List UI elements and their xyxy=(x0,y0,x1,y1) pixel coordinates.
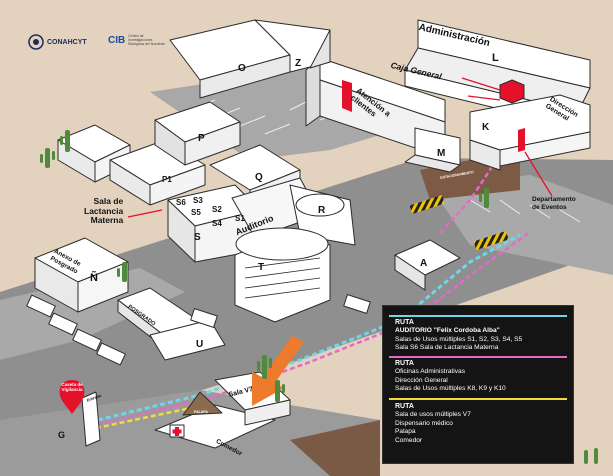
route-2-title: RUTA xyxy=(395,360,414,367)
vehicle xyxy=(48,312,78,336)
room-s2: S2 xyxy=(212,205,222,214)
crosswalk-1 xyxy=(409,194,445,215)
label-m: M xyxy=(437,148,446,159)
route-1-line-2: Salas de Usos múltiples S1, S2, S3, S4, … xyxy=(395,335,523,343)
route-3-title: RUTA xyxy=(395,403,414,410)
route-2-line-2: Dirección General xyxy=(395,376,448,384)
label-p: P xyxy=(198,133,205,144)
depto-eventos-line-1: Departamento xyxy=(532,196,576,203)
label-q: Q xyxy=(255,172,263,183)
legend-route-1: RUTA AUDITORIO "Felix Cordoba Alba" Sala… xyxy=(395,319,522,353)
vehicle xyxy=(26,294,56,318)
building-u xyxy=(149,319,226,361)
label-s: S xyxy=(194,232,201,243)
label-sala-lactancia: Sala de Lactancia Materna xyxy=(84,196,124,226)
label-r: R xyxy=(318,205,326,216)
route-magenta xyxy=(97,230,531,426)
orange-arrow-icon xyxy=(252,336,304,406)
caseta-pin-icon xyxy=(59,380,85,414)
route-1-line-1: AUDITORIO "Felix Cordoba Alba" xyxy=(395,327,500,335)
conahcyt-text: CONAHCYT xyxy=(47,38,87,46)
label-p1: P1 xyxy=(162,175,172,184)
vehicle xyxy=(190,308,218,328)
label-a: A xyxy=(420,258,428,269)
route-3-line-4: Comedor xyxy=(395,436,423,444)
label-departamento-eventos: Departamento de Eventos xyxy=(532,196,576,211)
palapa-roof xyxy=(182,391,223,416)
legend-line-cyan xyxy=(389,315,567,317)
room-s6: S6 xyxy=(176,198,186,207)
room-s5: S5 xyxy=(191,208,201,217)
route-1-line-3: Sala S6 Sala de Lactancia Materna xyxy=(395,344,499,352)
label-z: Z xyxy=(295,58,302,69)
route-legend: RUTA AUDITORIO "Felix Cordoba Alba" Sala… xyxy=(382,305,574,464)
caja-general-marker xyxy=(499,79,525,104)
cib-logo: CIB Centro de Investigaciones Biológicas… xyxy=(108,34,166,46)
route-cyan xyxy=(97,233,521,422)
pointer-lines xyxy=(127,77,553,218)
route-magenta-north xyxy=(439,110,561,234)
label-l: L xyxy=(492,52,499,64)
route-2-line-3: Salas de Usos múltiples K8, K9 y K10 xyxy=(395,385,506,393)
route-3-line-3: Palapa xyxy=(395,428,416,436)
medical-cross-icon xyxy=(172,427,182,436)
label-k: K xyxy=(482,122,490,133)
legend-route-2: RUTA Oficinas Administrativas Dirección … xyxy=(395,360,506,394)
vehicle xyxy=(72,328,102,352)
gate xyxy=(81,391,101,447)
conahcyt-emblem-icon xyxy=(28,34,44,50)
room-s3: S3 xyxy=(193,196,203,205)
legend-line-magenta xyxy=(389,356,567,358)
route-2-line-1: Oficinas Administrativas xyxy=(395,368,465,376)
room-s1: S1 xyxy=(235,214,245,223)
sala-lactancia-line-2: Lactancia xyxy=(84,205,124,216)
cactus-icons xyxy=(40,130,598,464)
cib-text: Centro de Investigaciones Biológicas del… xyxy=(128,34,166,46)
conahcyt-logo: CONAHCYT xyxy=(28,34,87,50)
label-caseta: Caseta de Vigilancia xyxy=(61,382,83,392)
label-u: U xyxy=(196,339,204,350)
legend-line-yellow xyxy=(389,398,567,400)
sala-lactancia-line-3: Materna xyxy=(90,215,124,225)
route-3-line-2: Dispensario médico xyxy=(395,419,453,427)
label-g: G xyxy=(58,430,66,440)
room-s4: S4 xyxy=(212,219,222,228)
label-o: O xyxy=(238,63,246,74)
vehicle xyxy=(96,342,126,366)
label-palapa: PALAPA xyxy=(194,410,208,414)
sala-lactancia-line-1: Sala de xyxy=(93,196,124,206)
vehicle xyxy=(343,294,371,314)
crosswalk-2 xyxy=(473,230,509,251)
label-n: Ñ xyxy=(90,272,98,284)
label-t: T xyxy=(258,262,265,273)
east-parking-lot xyxy=(430,175,613,275)
south-ground xyxy=(290,420,380,476)
depto-eventos-line-2: de Eventos xyxy=(532,203,567,211)
route-3-line-1: Sala de usos múltiples V7 xyxy=(395,411,471,419)
route-1-title: RUTA xyxy=(395,319,414,326)
legend-route-3: RUTA Sala de usos múltiples V7 Dispensar… xyxy=(395,403,471,445)
cib-mark: CIB xyxy=(108,34,126,46)
